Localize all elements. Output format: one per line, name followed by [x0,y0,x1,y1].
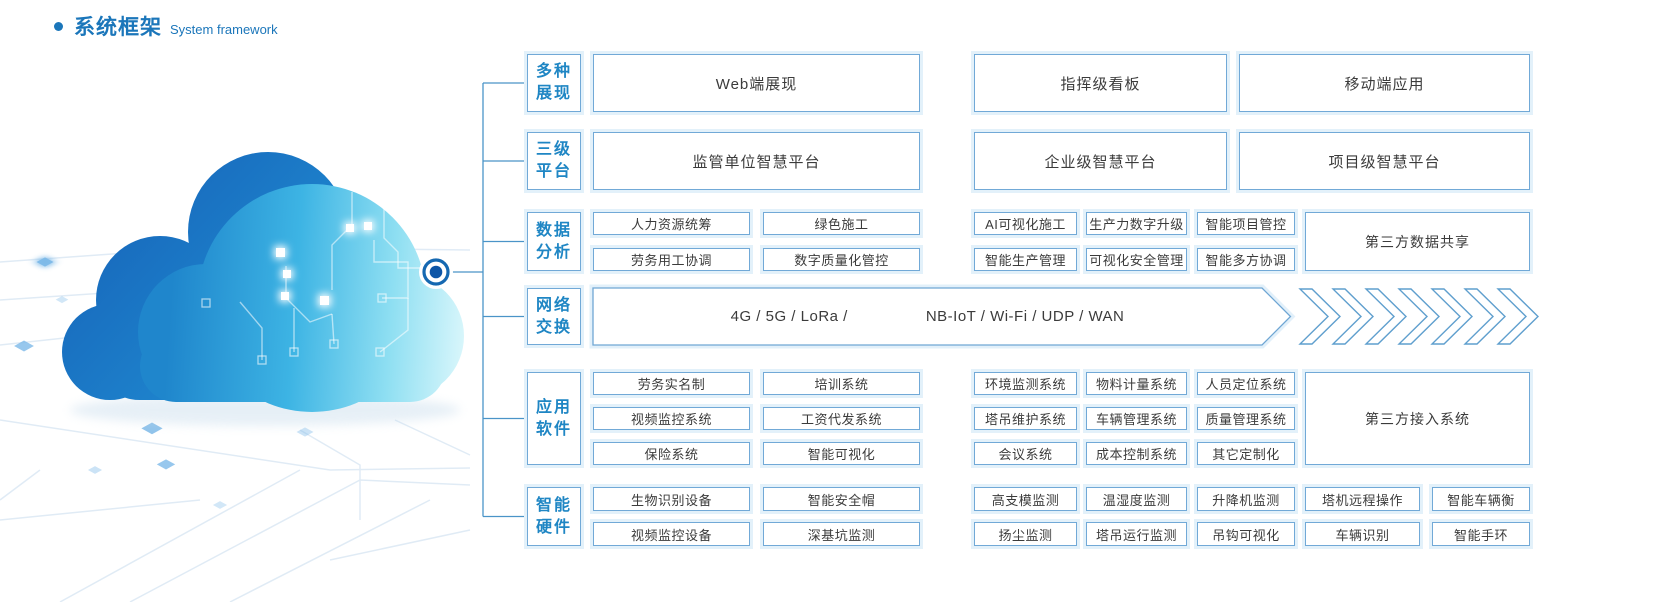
page-title: 系统框架 System framework [54,11,278,41]
item-box: 环境监测系统 [974,372,1077,395]
row-label-network: 网络交换 [527,288,581,345]
item-box: 塔吊运行监测 [1086,522,1187,546]
protocol-text: NB-IoT / Wi-Fi / UDP / WAN [925,308,1125,325]
item-box: 物料计量系统 [1086,372,1187,395]
item-box: 智能生产管理 [974,248,1077,271]
row-label-line: 分析 [535,243,572,261]
protocol-text: 4G / 5G / LoRa / [730,308,848,325]
item-box: 视频监控系统 [593,407,750,430]
side-box-app-software: 第三方接入系统 [1305,372,1530,465]
row-label-line: 网络 [535,296,572,314]
item-box: 智能手环 [1432,522,1530,546]
bullet-icon [54,21,63,31]
title-en: System framework [170,22,278,37]
item-box: 人力资源统筹 [593,212,750,235]
item-box: 塔机远程操作 [1305,487,1420,511]
item-box: 劳务实名制 [593,372,750,395]
row-label-line: 多种 [535,63,572,80]
item-box: 吊钩可视化 [1197,522,1295,546]
item-box: AI可视化施工 [974,212,1077,235]
item-box: 绿色施工 [763,212,920,235]
row-label-data-analysis: 数据分析 [527,212,581,271]
item-box: 智能车辆衡 [1432,487,1530,511]
item-box: 保险系统 [593,442,750,465]
item-box: 高支模监测 [974,487,1077,511]
item-box: 工资代发系统 [763,407,920,430]
row-label-line: 交换 [535,318,572,336]
item-box: 生物识别设备 [593,487,750,511]
item-box: 温湿度监测 [1086,487,1187,511]
row-label-line: 数据 [535,221,572,239]
item-box: 会议系统 [974,442,1077,465]
item-box: 培训系统 [763,372,920,395]
item-box: 升降机监测 [1197,487,1295,511]
item-box: 车辆识别 [1305,522,1420,546]
item-box: 其它定制化 [1197,442,1295,465]
item-box: 劳务用工协调 [593,248,750,271]
stage-box-display-1: 指挥级看板 [974,54,1227,112]
item-box: 数字质量化管控 [763,248,920,271]
title-zh: 系统框架 [74,16,162,39]
row-label-line: 平台 [535,163,572,180]
row-label-hardware: 智能硬件 [527,487,581,546]
item-box: 智能多方协调 [1197,248,1295,271]
item-box: 生产力数字升级 [1086,212,1187,235]
row-label-line: 软件 [535,420,572,438]
row-label-app-software: 应用软件 [527,372,581,465]
stage-box-platform-2: 项目级智慧平台 [1239,132,1530,190]
row-label-display: 多种展现 [527,54,581,112]
row-label-line: 展现 [535,85,572,102]
item-box: 智能可视化 [763,442,920,465]
stage-box-display-2: 移动端应用 [1239,54,1530,112]
item-box: 视频监控设备 [593,522,750,546]
network-protocols: 4G / 5G / LoRa / NB-IoT / Wi-Fi / UDP / W… [593,288,1262,345]
item-box: 智能安全帽 [763,487,920,511]
item-box: 质量管理系统 [1197,407,1295,430]
row-label-line: 应用 [535,398,572,416]
item-box: 成本控制系统 [1086,442,1187,465]
row-label-line: 智能 [535,496,572,514]
item-box: 人员定位系统 [1197,372,1295,395]
item-box: 可视化安全管理 [1086,248,1187,271]
item-box: 深基坑监测 [763,522,920,546]
stage-box-display-0: Web端展现 [593,54,920,112]
item-box: 扬尘监测 [974,522,1077,546]
item-box: 塔吊维护系统 [974,407,1077,430]
row-label-platform: 三级平台 [527,132,581,190]
row-label-line: 三级 [535,141,572,158]
row-label-line: 硬件 [535,518,572,536]
side-box-data-analysis: 第三方数据共享 [1305,212,1530,271]
item-box: 智能项目管控 [1197,212,1295,235]
stage-box-platform-1: 企业级智慧平台 [974,132,1227,190]
stage-box-platform-0: 监管单位智慧平台 [593,132,920,190]
item-box: 车辆管理系统 [1086,407,1187,430]
